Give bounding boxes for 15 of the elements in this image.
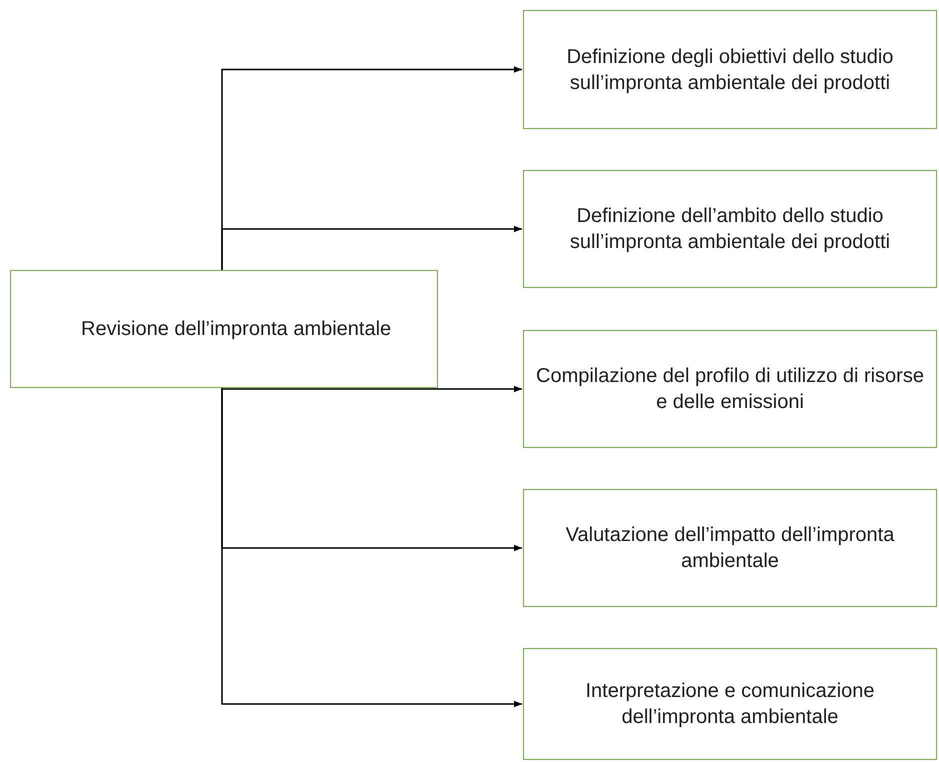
connector-arrow — [221, 386, 522, 392]
box-text: Definizione dell’ambito dello studio sull’impronta ambientale dei prodotti — [568, 204, 892, 255]
process-box — [523, 10, 937, 129]
connector-arrow — [221, 226, 522, 270]
box-text: Interpretazione e comunicazione dell’impronta ambientale — [584, 679, 876, 730]
connector-arrow — [221, 388, 522, 708]
box-text: Valutazione dell’impatto dell’impronta ambientale — [564, 523, 896, 574]
process-box — [523, 648, 937, 760]
box-text: Compilazione del profilo di utilizzo di risorse e delle emissioni — [535, 364, 925, 415]
box-text: Revisione dell’impronta ambientale — [81, 317, 392, 342]
process-box — [523, 330, 937, 448]
process-box — [10, 270, 438, 388]
process-box — [523, 489, 937, 607]
process-box — [523, 170, 937, 288]
box-text: Definizione degli obiettivi dello studio sull’impronta ambientale dei prodotti — [566, 44, 894, 96]
